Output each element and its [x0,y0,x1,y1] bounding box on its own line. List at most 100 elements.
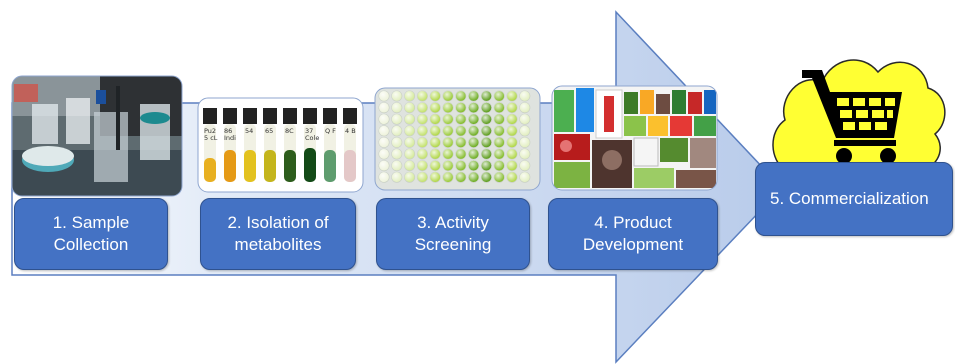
plate-well-highlight [506,102,518,113]
plate-well-highlight [468,102,479,113]
plate-well-highlight [494,125,505,136]
step-label: 2. Isolation of metabolites [227,213,329,254]
plate-well-highlight [481,90,492,102]
step-sample-collection: 1. Sample Collection [14,198,168,270]
plate-well-highlight [404,114,415,125]
tube-label: Q F [325,127,336,135]
plate-well-highlight [391,102,402,113]
plate-well-highlight [494,90,505,102]
plate-well-highlight [417,172,428,183]
plate-well-highlight [468,114,479,125]
plate-well-highlight [378,160,390,171]
plate-well-highlight [430,137,441,148]
commercialization-cloud [772,59,946,187]
plate-well-highlight [494,172,505,183]
plate-well-highlight [481,114,492,125]
tube-label: 54 [245,127,253,135]
plate-well-highlight [481,172,492,183]
plate-well-highlight [468,90,479,102]
plate-well-highlight [378,90,390,102]
plate-well-highlight [417,137,428,148]
tube-label: 4 B [345,127,356,135]
plate-well-highlight [519,102,530,113]
plate-well-highlight [519,137,530,148]
step-isolation-of-metabolites: 2. Isolation of metabolites [200,198,356,270]
plate-well-highlight [506,172,518,183]
plate-well-highlight [442,148,454,160]
plate-well-highlight [442,137,454,148]
plate-well-highlight [455,172,466,183]
plate-well-highlight [506,90,518,102]
plate-well-highlight [430,90,441,102]
plate-well-highlight [378,172,390,183]
plate-well-highlight [442,172,454,183]
plate-well-highlight [417,125,428,136]
plate-well-highlight [442,114,454,125]
product-collage-photo [551,85,718,191]
step-label: 3. Activity Screening [414,213,492,254]
plate-well-highlight [506,114,518,125]
plate-well-highlight [494,148,505,160]
plate-well-highlight [404,172,415,183]
plate-well-highlight [455,114,466,125]
plate-well-highlight [442,102,454,113]
plate-well-highlight [468,125,479,136]
plate-well-highlight [506,125,518,136]
plate-well-highlight [468,160,479,171]
plate-well-highlight [391,125,402,136]
plate-well-highlight [481,125,492,136]
plate-well-highlight [404,160,415,171]
plate-well-highlight [417,90,428,102]
tube-label: 65 [265,127,273,135]
plate-well-highlight [430,172,441,183]
microplate-photo [374,87,541,191]
plate-well-highlight [417,102,428,113]
plate-well-highlight [506,148,518,160]
plate-well-highlight [391,160,402,171]
plate-well-highlight [519,90,530,102]
plate-well-highlight [378,114,390,125]
step-activity-screening: 3. Activity Screening [376,198,530,270]
plate-well-highlight [430,102,441,113]
plate-well-highlight [417,114,428,125]
plate-well-highlight [481,160,492,171]
plate-well-highlight [519,172,530,183]
plate-well-highlight [442,160,454,171]
plate-well-highlight [468,148,479,160]
plate-well-highlight [442,90,454,102]
shopping-cart-icon [802,70,902,164]
step-label: 4. Product Development [582,213,684,254]
step-label: 5. Commercialization [770,189,929,208]
tube-label: 8C [285,127,294,135]
plate-well-highlight [494,114,505,125]
plate-well-highlight [391,114,402,125]
plate-well-highlight [378,148,390,160]
plate-well-highlight [494,137,505,148]
plate-well-highlight [455,90,466,102]
plate-well-highlight [378,102,390,113]
plate-well-highlight [455,137,466,148]
plate-well-highlight [378,137,390,148]
plate-well-highlight [404,137,415,148]
plate-well-highlight [417,160,428,171]
plate-well-highlight [506,160,518,171]
plate-well-highlight [430,114,441,125]
tube-row [203,108,357,182]
step-product-development: 4. Product Development [548,198,718,270]
plate-well-highlight [404,90,415,102]
plate-well-highlight [468,137,479,148]
plate-well-highlight [519,114,530,125]
plate-well-highlight [391,137,402,148]
plate-well-highlight [455,102,466,113]
plate-well-highlight [430,148,441,160]
plate-well-highlight [404,102,415,113]
plate-well-highlight [468,172,479,183]
plate-well-highlight [506,137,518,148]
plate-well-highlight [494,102,505,113]
